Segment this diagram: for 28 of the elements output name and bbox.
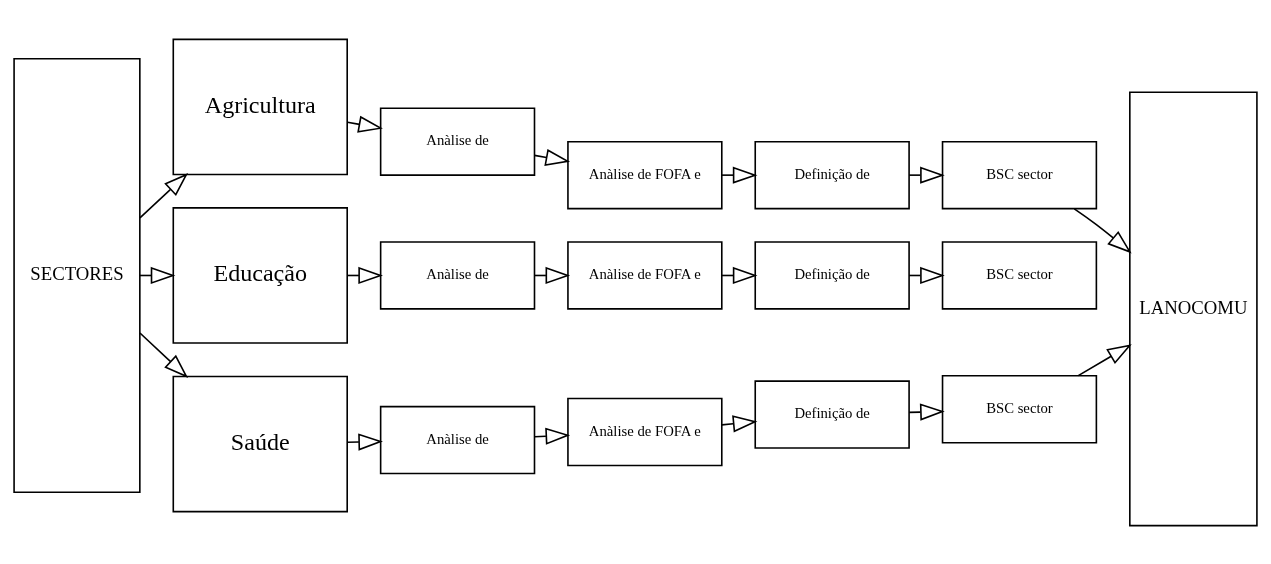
arrow xyxy=(1077,343,1132,376)
node-box: Anàlise de xyxy=(379,240,536,310)
node-box: SECTORES xyxy=(13,57,141,493)
arrow xyxy=(908,402,945,421)
node-box: Definição de xyxy=(754,240,910,310)
node-box: Saúde xyxy=(172,375,348,512)
node-box: BSC sector xyxy=(941,140,1098,209)
arrow xyxy=(1073,207,1132,253)
node-box: Definição de xyxy=(754,140,910,209)
node-box: Anàlise de FOFA e xyxy=(567,397,723,466)
arrow xyxy=(139,172,189,219)
node-box: BSC sector xyxy=(941,240,1098,310)
arrow xyxy=(139,331,189,378)
node-box: Anàlise de FOFA e xyxy=(567,240,723,310)
arrow xyxy=(721,414,758,432)
arrow xyxy=(346,432,383,451)
node-box: Anàlise de xyxy=(379,106,536,176)
node-box: LANOCOMU xyxy=(1129,90,1258,526)
node-box: Definição de xyxy=(754,379,910,449)
node-box: Educação xyxy=(172,206,348,344)
node-box: Anàlise de FOFA e xyxy=(567,140,723,209)
node-box: Agricultura xyxy=(172,38,348,175)
arrow xyxy=(721,166,758,184)
node-box: BSC sector xyxy=(941,374,1098,443)
arrow xyxy=(908,166,945,184)
arrow xyxy=(346,115,383,133)
arrow xyxy=(533,148,571,166)
node-box: Anàlise de xyxy=(379,405,536,474)
